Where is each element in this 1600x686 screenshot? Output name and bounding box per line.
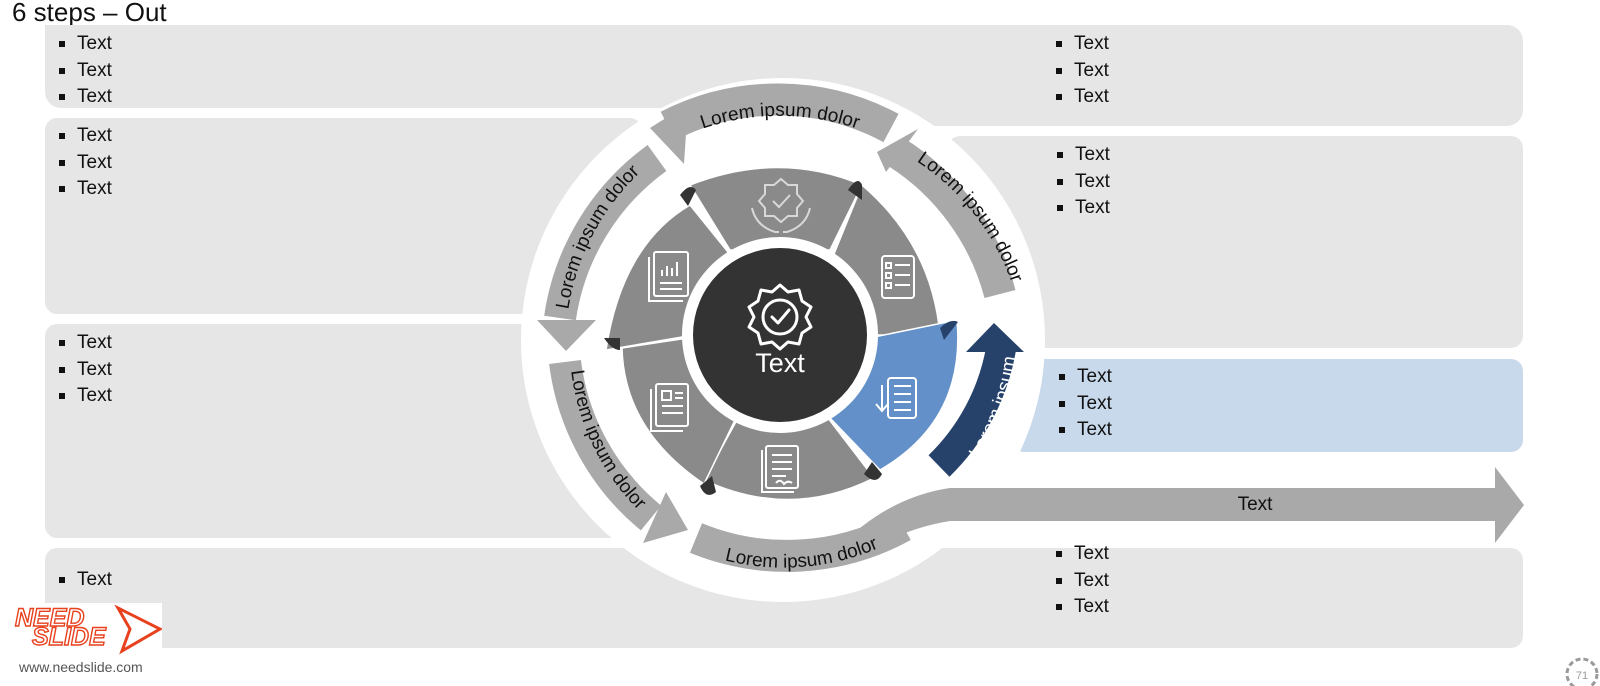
- bullet-item: Text: [1053, 568, 1109, 595]
- arc-arrow-top: [660, 83, 899, 143]
- svg-text:SLIDE: SLIDE: [32, 623, 107, 651]
- checklist-icon: [881, 255, 915, 299]
- slide-title: 6 steps – Out: [12, 0, 167, 27]
- bullet-item: Text: [1054, 169, 1110, 196]
- bullet-item: Text: [1056, 391, 1112, 418]
- arc-arrow-left-lower: [549, 359, 662, 531]
- out-arrow-label: Text: [1238, 494, 1274, 515]
- arc-arrow-left-lower-head: [643, 492, 688, 543]
- arc-arrow-left-upper-head: [537, 320, 596, 351]
- bullet-item: Text: [56, 176, 112, 203]
- panel-highlight-right: [1012, 359, 1523, 452]
- arc-arrow-upper-right: [887, 138, 1016, 299]
- hub-label: Text: [755, 348, 805, 378]
- badge-check-icon: [747, 283, 813, 351]
- bullet-item: Text: [56, 84, 112, 111]
- bullet-list-bottom-right: Text Text Text: [1053, 541, 1109, 621]
- bullet-list-top-left: Text Text Text: [56, 31, 112, 111]
- bullet-list-low-left: Text Text Text: [56, 330, 112, 410]
- bullet-item: Text: [56, 357, 112, 384]
- contract-icon: [761, 445, 799, 493]
- arc-arrow-left-upper: [544, 145, 667, 321]
- fold-marker: [848, 181, 862, 200]
- fold-marker: [864, 462, 882, 480]
- bullet-item: Text: [1053, 541, 1109, 568]
- arc-arrow-upper-right-head: [877, 129, 918, 172]
- fold-marker: [680, 186, 696, 206]
- arc-arrow-top-head: [650, 104, 688, 164]
- bullet-item: Text: [1054, 195, 1110, 222]
- fold-marker: [604, 338, 620, 350]
- report-chart-icon: [648, 251, 689, 302]
- fold-marker: [700, 476, 716, 495]
- bullet-item: Text: [56, 150, 112, 177]
- bullet-list-highlight-right: Text Text Text: [1056, 364, 1112, 444]
- out-arrow: [838, 467, 1524, 558]
- bullet-item: Text: [56, 58, 112, 85]
- bullet-list-mid-left: Text Text Text: [56, 123, 112, 203]
- documents-icon: [650, 383, 689, 432]
- arc-arrow-active-head: [966, 323, 1024, 352]
- bullet-item: Text: [1054, 142, 1110, 169]
- bullet-list-bottom-left: Text: [56, 567, 112, 594]
- footer-url: www.needslide.com: [19, 659, 143, 675]
- download-list-icon: [875, 377, 917, 419]
- bullet-item: Text: [1053, 84, 1109, 111]
- svg-text:71: 71: [1576, 670, 1588, 682]
- bullet-item: Text: [1053, 58, 1109, 85]
- bullet-item: Text: [1053, 594, 1109, 621]
- svg-text:NEED: NEED: [15, 604, 84, 632]
- bullet-list-mid-right: Text Text Text: [1054, 142, 1110, 222]
- bullet-item: Text: [56, 330, 112, 357]
- needslide-logo: NEED SLIDE: [10, 603, 162, 686]
- hands-check-icon: [751, 177, 811, 233]
- arc-arrow-bottom: [689, 511, 911, 572]
- bullet-item: Text: [1056, 364, 1112, 391]
- bullet-item: Text: [1053, 31, 1109, 58]
- bullet-list-top-right: Text Text Text: [1053, 31, 1109, 111]
- bullet-item: Text: [56, 123, 112, 150]
- bullet-item: Text: [1056, 417, 1112, 444]
- bullet-item: Text: [56, 383, 112, 410]
- panel-mid-right: [948, 136, 1523, 348]
- fold-marker-active: [940, 320, 958, 340]
- arc-arrow-active: [928, 346, 1016, 477]
- page-number-badge: 71: [1565, 657, 1599, 686]
- bullet-item: Text: [56, 567, 112, 594]
- bullet-item: Text: [56, 31, 112, 58]
- segment-lower-right-active: [829, 319, 959, 471]
- panel-top-right-extension: [900, 90, 1523, 126]
